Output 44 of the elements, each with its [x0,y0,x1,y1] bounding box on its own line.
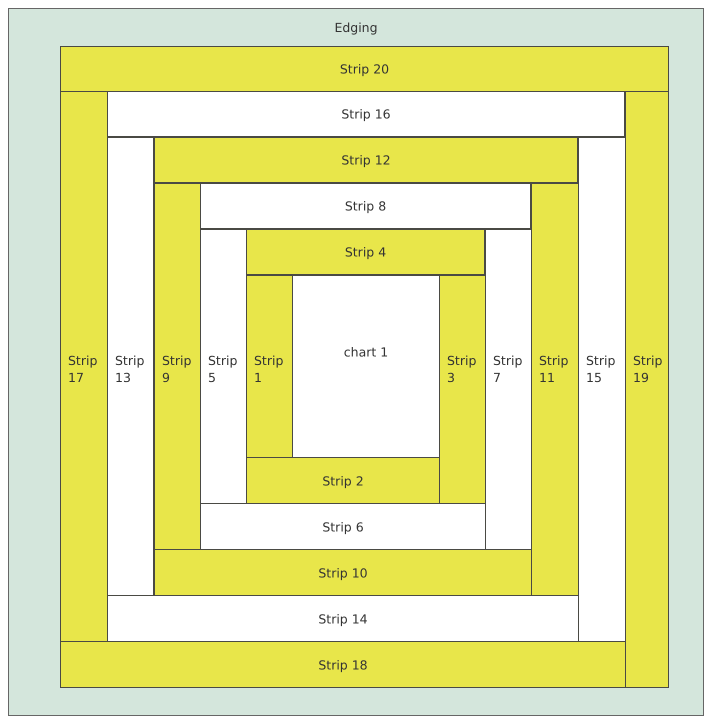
quilt-strip [200,503,486,550]
strip-label: Strip 17 [68,352,98,386]
center-block [292,275,440,458]
quilt-strip [60,641,626,688]
quilt-strip [246,275,293,458]
strip-label: Strip 4 [344,244,388,260]
strip-label: Strip 7 [493,352,524,386]
strip-label: Strip 8 [344,198,388,214]
quilt-strip [154,183,201,550]
quilt-strip [107,595,579,642]
quilt-strip [200,183,531,229]
quilt-strip [200,229,247,504]
quilt-strip [578,137,626,642]
strip-label: Strip 3 [447,352,478,386]
edging-panel [8,8,704,716]
strip-label: Strip 16 [340,106,392,122]
quilt-strip [439,275,486,504]
quilt-strip [107,91,625,137]
quilt-strip [154,549,532,596]
strip-label: Strip 5 [208,352,238,386]
strip-label: Edging [333,19,379,36]
quilt-strip [60,46,669,92]
quilt-strip [485,229,532,550]
strip-label: chart 1 [342,344,390,360]
strip-label: Strip 20 [338,60,390,78]
quilt-strip [154,137,578,183]
quilt-strip [107,137,154,596]
strip-label: Strip 12 [340,152,392,168]
strip-label: Strip 15 [586,352,616,386]
quilt-strip [246,457,440,504]
quilt-strip [625,91,669,688]
quilt-strip [60,91,108,642]
strip-label: Strip 13 [115,352,146,386]
strip-label: Strip 1 [254,352,284,386]
strip-label: Strip 2 [321,472,365,489]
strip-label: Strip 19 [633,352,664,386]
strip-label: Strip 18 [317,656,369,673]
quilt-strip [531,183,579,596]
strip-label: Strip 9 [162,352,192,386]
strip-label: Strip 10 [317,564,369,581]
quilt-strip [246,229,485,275]
strip-label: Strip 14 [317,610,369,627]
strip-label: Strip 6 [321,518,365,535]
strip-label: Strip 11 [539,352,570,386]
